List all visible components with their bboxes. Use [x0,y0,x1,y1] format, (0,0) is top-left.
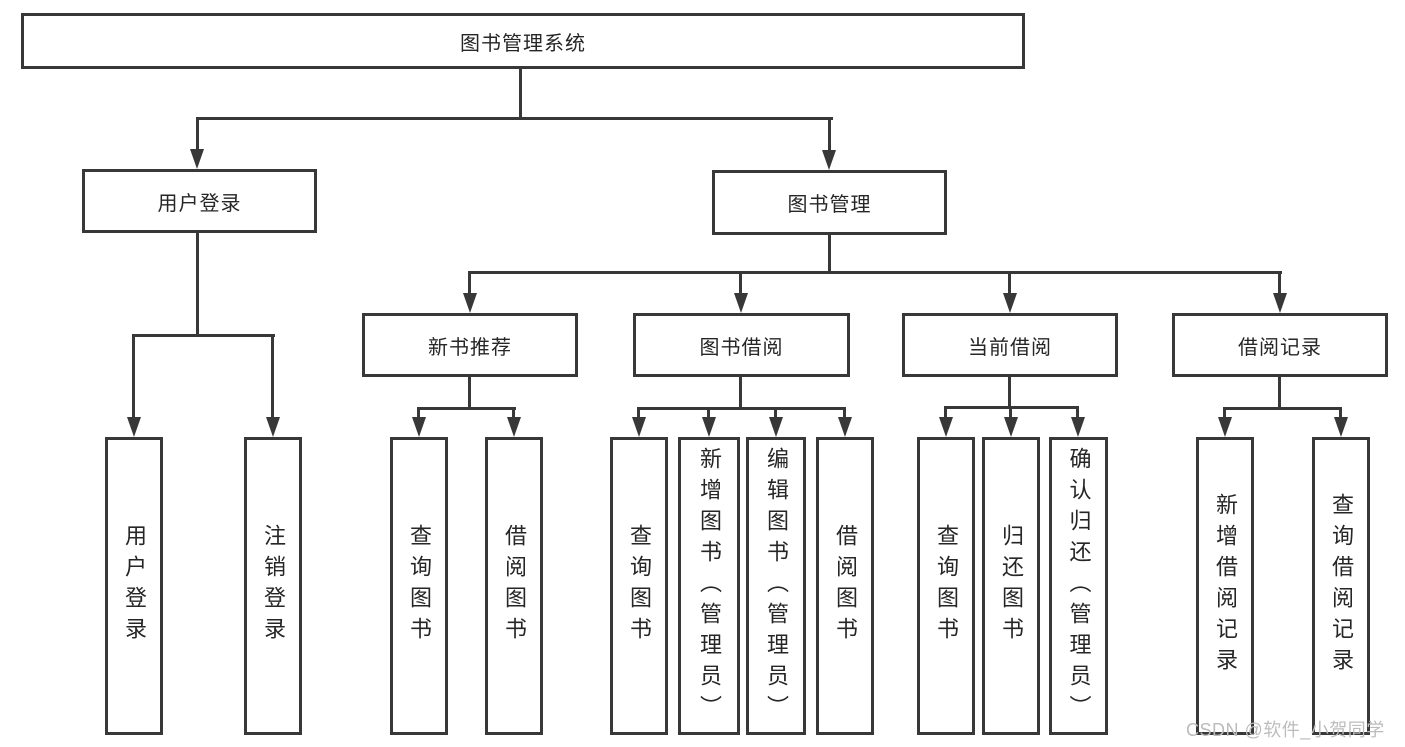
connector-line [739,271,742,295]
node-book-borrow: 图书借阅 [633,313,850,377]
arrowhead-icon [412,417,426,437]
connector-line [468,377,471,409]
connector-line [739,377,742,409]
arrowhead-icon [190,149,204,169]
arrowhead-icon [939,417,953,437]
node-add-borrow-record: 新增借阅记录 [1196,437,1254,735]
arrowhead-icon [822,150,836,170]
node-logout-action: 注销登录 [244,437,302,735]
watermark-text: CSDN @软件_小贺同学 [1186,720,1385,740]
arrowhead-icon [734,293,748,313]
connector-line [707,407,710,419]
connector-line [828,235,831,273]
node-query-books-borrow: 查询图书 [610,437,668,735]
arrowhead-icon [838,417,852,437]
connector-line [637,407,846,410]
node-borrow-books-action: 借阅图书 [816,437,874,735]
connector-line [1223,407,1226,419]
connector-line [1008,377,1011,408]
node-query-borrow-record: 查询借阅记录 [1312,437,1370,735]
connector-line [1339,407,1342,419]
connector-line [417,407,516,410]
connector-line [196,233,199,336]
connector-line [637,407,640,419]
node-user-login: 用户登录 [82,169,317,233]
connector-line [132,334,275,337]
arrowhead-icon [266,417,280,437]
connector-line [1278,377,1281,409]
node-borrow-books-recommend: 借阅图书 [485,437,543,735]
arrowhead-icon [632,417,646,437]
node-book-management: 图书管理 [712,170,947,235]
connector-line [843,407,846,419]
arrowhead-icon [507,417,521,437]
connector-line [774,407,777,419]
arrowhead-icon [1003,293,1017,313]
arrowhead-icon [1334,417,1348,437]
node-add-book-admin: 新增图书（管理员） [678,437,740,735]
node-query-books-recommend: 查询图书 [390,437,448,735]
connector-line [271,334,274,419]
node-library-system: 图书管理系统 [21,13,1025,69]
arrowhead-icon [1071,417,1085,437]
arrowhead-icon [463,293,477,313]
node-current-borrow: 当前借阅 [902,313,1118,377]
node-return-books: 归还图书 [982,437,1040,735]
connector-line [196,117,833,120]
arrowhead-icon [769,417,783,437]
connector-line [468,271,1282,274]
connector-line [1223,407,1342,410]
connector-line [512,407,515,419]
connector-line [468,271,471,295]
connector-line [417,407,420,419]
connector-line [196,117,199,153]
connector-line [519,69,522,120]
node-new-book-recommend: 新书推荐 [362,313,578,377]
connector-line [944,406,947,419]
connector-line [1076,406,1079,419]
connector-line [1278,271,1281,295]
node-edit-book-admin: 编辑图书（管理员） [746,437,806,735]
connector-line [828,117,831,154]
connector-line [132,334,135,419]
node-confirm-return-admin: 确认归还（管理员） [1049,437,1108,735]
connector-line [1008,271,1011,295]
arrowhead-icon [1273,293,1287,313]
connector-line [1009,406,1012,419]
arrowhead-icon [702,417,716,437]
arrowhead-icon [1004,417,1018,437]
node-user-login-action: 用户登录 [105,437,163,735]
node-borrow-records: 借阅记录 [1172,313,1388,377]
arrowhead-icon [127,417,141,437]
node-query-books-current: 查询图书 [917,437,975,735]
arrowhead-icon [1218,417,1232,437]
